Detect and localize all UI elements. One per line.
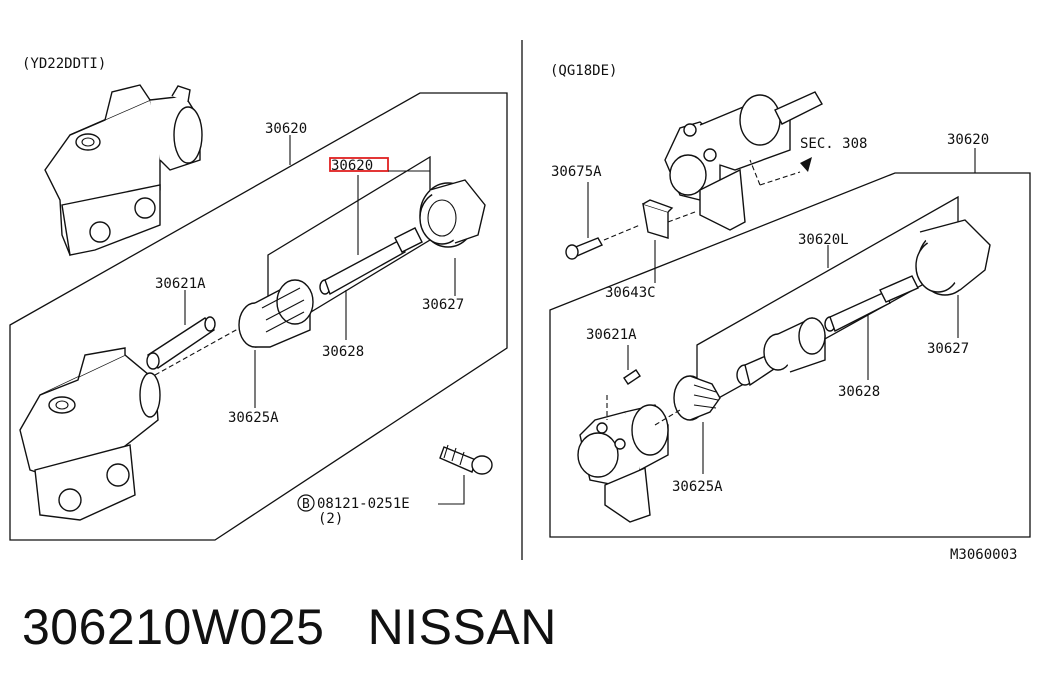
bolt-symbol: B bbox=[302, 497, 310, 512]
left-callout-piston: 30625A bbox=[228, 410, 279, 426]
left-callout-push-rod: 30628 bbox=[322, 344, 364, 360]
left-assy-frame bbox=[9, 92, 508, 541]
left-cylinder-body-drawing bbox=[19, 347, 161, 521]
left-top-cylinder-drawing bbox=[44, 84, 203, 257]
left-callout-assy: 30620 bbox=[265, 121, 307, 137]
right-callout-boot: 30627 bbox=[927, 341, 969, 357]
right-callout-push-rod: 30628 bbox=[838, 384, 880, 400]
right-bolt-drawing bbox=[565, 237, 603, 260]
highlight-box bbox=[329, 157, 389, 172]
right-callout-bleeder: 30621A bbox=[586, 327, 637, 343]
figure-code: M3060003 bbox=[950, 547, 1017, 563]
left-boot-drawing bbox=[419, 179, 486, 248]
left-callout-bleeder: 30621A bbox=[155, 276, 206, 292]
right-piston-drawing bbox=[673, 375, 721, 421]
left-bleeder-drawing bbox=[146, 316, 216, 370]
right-bleeder-drawing bbox=[623, 369, 641, 385]
right-callout-kit: 30620L bbox=[798, 232, 849, 248]
left-bolt-drawing bbox=[439, 444, 493, 475]
right-callout-sec: SEC. 308 bbox=[800, 136, 867, 152]
left-callout-boot: 30627 bbox=[422, 297, 464, 313]
right-push-rod-drawing bbox=[824, 275, 919, 332]
right-callout-clip: 30643C bbox=[605, 285, 656, 301]
left-piston-drawing bbox=[238, 279, 314, 348]
part-caption: 306210W025 NISSAN bbox=[22, 598, 557, 656]
right-clip-drawing bbox=[642, 199, 674, 239]
right-callout-assy: 30620 bbox=[947, 132, 989, 148]
right-assy-frame bbox=[549, 172, 1031, 538]
left-push-rod-drawing bbox=[319, 227, 423, 296]
right-boot-drawing bbox=[915, 219, 991, 296]
bolt-symbol-circle bbox=[297, 494, 315, 512]
brand-name: NISSAN bbox=[367, 599, 557, 655]
part-number: 306210W025 bbox=[22, 599, 325, 655]
right-callout-bolt: 30675A bbox=[551, 164, 602, 180]
left-engine-label: (YD22DDTI) bbox=[22, 56, 106, 72]
left-callout-bolt-qty: (2) bbox=[318, 511, 343, 527]
right-top-cylinder-drawing bbox=[664, 91, 823, 231]
right-callout-piston: 30625A bbox=[672, 479, 723, 495]
right-sleeve-drawing bbox=[736, 317, 826, 387]
sec-arrow bbox=[800, 157, 812, 172]
right-cylinder-body-drawing bbox=[577, 404, 669, 523]
left-callout-highlighted: 30620 bbox=[331, 158, 373, 174]
right-kit-frame bbox=[696, 195, 959, 412]
right-engine-label: (QG18DE) bbox=[550, 63, 617, 79]
left-callout-bolt-code: 08121-0251E bbox=[317, 496, 410, 512]
